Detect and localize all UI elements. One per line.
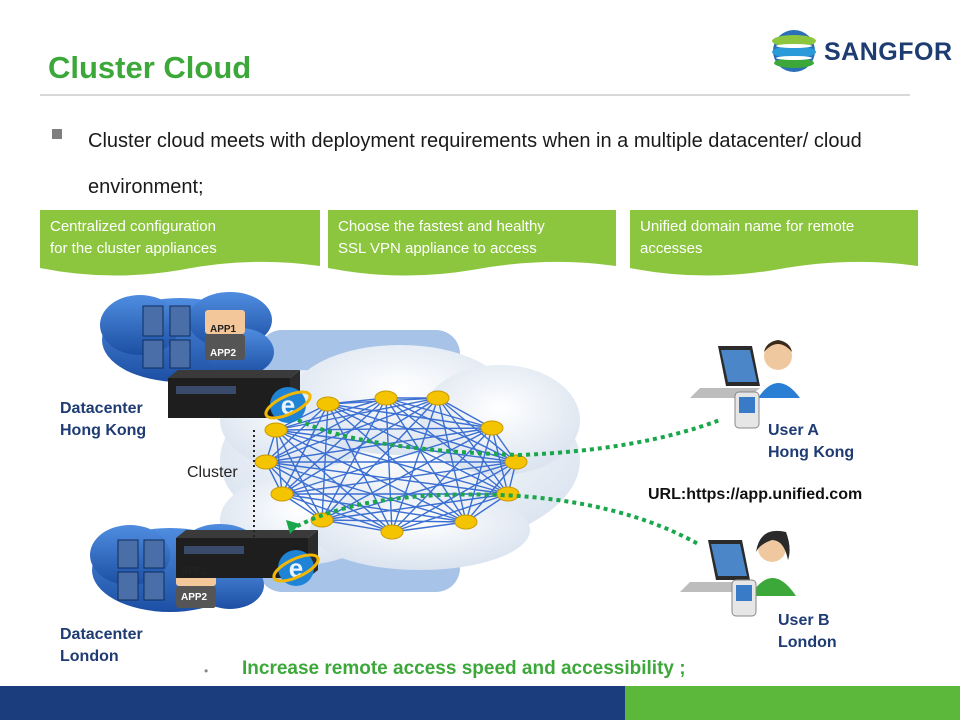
banner-line: for the cluster appliances: [50, 240, 217, 257]
cluster-node: [426, 390, 450, 406]
datacenter-hk-line2: Hong Kong: [60, 422, 147, 439]
mesh-link: [275, 429, 517, 463]
app1-label-london: APP1: [181, 566, 208, 577]
cluster-node: [316, 396, 340, 412]
mesh-link: [275, 427, 493, 431]
app2-label-hk: APP2: [210, 348, 237, 359]
datacenter-hk-line1: Datacenter: [60, 400, 143, 417]
datacenter-london-line2: London: [60, 648, 119, 665]
mesh-link: [437, 397, 467, 523]
mesh-link: [327, 403, 393, 533]
mesh-link: [391, 427, 493, 533]
app2-label-london: APP2: [181, 592, 208, 603]
mesh-link: [321, 519, 467, 523]
ssl-vpn-appliance-hk: [168, 370, 300, 418]
cluster-nodes: [254, 390, 528, 540]
datacenter-london-line1: Datacenter: [60, 626, 143, 643]
datacenter-london-label: Datacenter London: [60, 624, 143, 668]
user-a-line2: Hong Kong: [768, 444, 855, 461]
user-a-line1: User A: [768, 422, 819, 439]
mesh-link: [281, 493, 393, 533]
cluster-node: [254, 454, 278, 470]
mesh-link: [275, 429, 467, 523]
user-a-label: User A Hong Kong: [768, 420, 854, 464]
mesh-link: [281, 493, 467, 523]
mesh-link: [275, 397, 439, 431]
datacenter-hk-label: Datacenter Hong Kong: [60, 398, 146, 442]
mesh-link: [391, 493, 509, 533]
bottom-bar-blue: [0, 686, 625, 720]
cluster-label: Cluster: [187, 464, 238, 481]
mesh-link: [281, 403, 329, 495]
footer-text: Increase remote access speed and accessi…: [242, 658, 686, 679]
bottom-bar-green: [625, 686, 960, 720]
cluster-node: [270, 486, 294, 502]
mesh-link: [265, 461, 467, 523]
mesh-link: [491, 427, 509, 495]
logo-wordmark: SANGFOR: [824, 38, 953, 66]
mesh-link: [281, 461, 517, 495]
bullet-marker: [52, 129, 62, 139]
mesh-link: [437, 397, 493, 429]
cluster-node: [310, 512, 334, 528]
banner-line: SSL VPN appliance to access: [338, 240, 537, 257]
sangfor-logo: SANGFOR: [770, 26, 952, 76]
cluster-node: [504, 454, 528, 470]
cluster-node: [480, 420, 504, 436]
banner-line: Choose the fastest and healthy: [338, 218, 545, 235]
app1-label-hk: APP1: [210, 324, 237, 335]
mesh-link: [275, 429, 509, 495]
browser-icon-london: e: [272, 550, 320, 586]
banner-line: accesses: [640, 240, 703, 257]
cluster-node: [496, 486, 520, 502]
mesh-link: [391, 521, 467, 533]
cluster-node: [264, 422, 288, 438]
mesh-link: [321, 519, 393, 533]
link-user-a: [297, 418, 721, 458]
bottom-bar: [0, 686, 960, 720]
mesh-link: [275, 429, 283, 495]
title-divider: [40, 94, 910, 96]
unified-url: URL:https://app.unified.com: [648, 486, 863, 503]
user-b-line2: London: [778, 634, 837, 651]
cluster-node: [374, 390, 398, 406]
mesh-link: [275, 429, 393, 533]
mesh-link: [275, 397, 387, 431]
mesh-link: [265, 461, 393, 533]
banner-centralized-config: Centralized configuration for the cluste…: [40, 210, 330, 278]
banner-line: Centralized configuration: [50, 218, 216, 235]
banner-line: Unified domain name for remote: [640, 218, 855, 235]
footer-bullet: •: [204, 664, 209, 678]
main-bullet-text: Cluster cloud meets with deployment requ…: [88, 130, 862, 198]
user-a-icon: [690, 340, 800, 429]
mesh-link: [265, 427, 493, 463]
mesh-link: [385, 397, 493, 429]
mesh-link: [265, 397, 439, 463]
mesh-link: [437, 397, 509, 495]
banner-fastest-appliance: Choose the fastest and healthy SSL VPN a…: [328, 210, 618, 278]
cluster-node: [454, 514, 478, 530]
slide-title: Cluster Cloud: [48, 50, 252, 85]
cluster-node: [380, 524, 404, 540]
user-b-line1: User B: [778, 612, 830, 629]
mesh-link: [281, 397, 439, 495]
mesh-link: [265, 461, 509, 495]
mesh-link: [275, 429, 323, 521]
user-b-label: User B London: [778, 610, 837, 654]
browser-icon-hk: e: [264, 387, 312, 423]
datacenter-hk-cloud: [100, 292, 274, 382]
user-b-icon: [680, 530, 796, 617]
globe-icon: [772, 30, 816, 72]
mesh-link: [391, 461, 517, 533]
banner-unified-domain: Unified domain name for remote accesses: [630, 210, 920, 278]
mesh-link: [265, 461, 323, 521]
